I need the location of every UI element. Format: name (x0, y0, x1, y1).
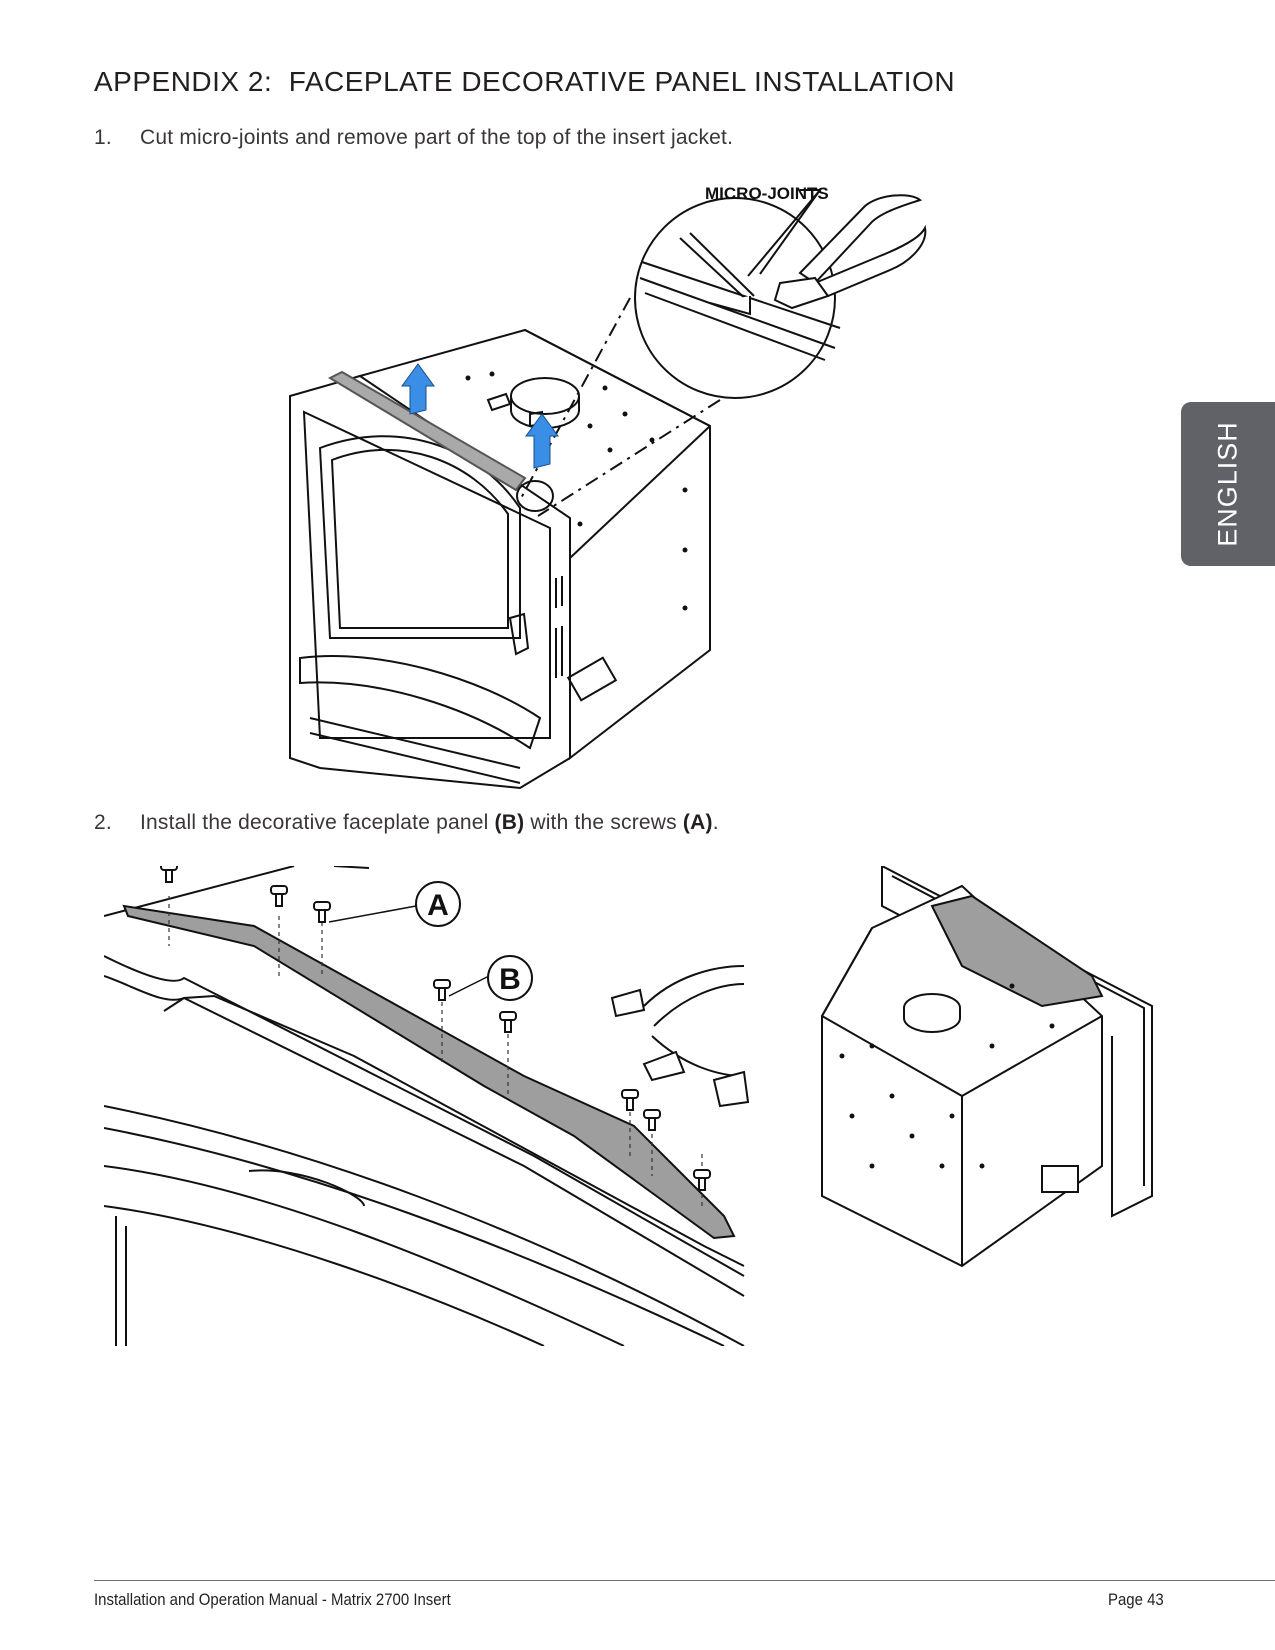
language-tab[interactable]: ENGLISH (1181, 402, 1275, 566)
page-heading: APPENDIX 2: FACEPLATE DECORATIVE PANEL I… (94, 66, 956, 97)
footer-divider (94, 1580, 1275, 1581)
label-a: A (427, 889, 449, 922)
screw (693, 1169, 711, 1191)
screw (499, 1011, 517, 1033)
label-a-ref: (A) (682, 811, 713, 834)
step-1: 1. Cut micro-joints and remove part of th… (94, 126, 733, 150)
step-text-middle: with the screws (524, 811, 683, 834)
installed-panel (930, 894, 1104, 1008)
step-text: Cut micro-joints and remove part of the … (140, 126, 734, 149)
micro-joints-callout: MICRO-JOINTS (705, 184, 829, 203)
lift-arrow-right (525, 413, 559, 469)
lift-arrow-left (401, 363, 435, 415)
footer-manual-title: Installation and Operation Manual - Matr… (94, 1590, 451, 1609)
step-text-before: Install the decorative faceplate panel (140, 811, 495, 834)
figure-micro-joints: MICRO-JOINTS (289, 184, 927, 790)
screw (160, 866, 178, 883)
label-b: B (499, 963, 521, 996)
label-b-ref: (B) (494, 811, 525, 834)
language-tab-label: ENGLISH (1212, 421, 1243, 547)
step-number: 2. (94, 811, 112, 834)
step-text-after: . (712, 811, 719, 834)
figure-installed-overview (821, 866, 1153, 1268)
figure-faceplate-panel: A B (104, 866, 750, 1346)
decorative-panel (122, 904, 736, 1240)
screw (433, 979, 451, 1001)
step-number: 1. (94, 126, 112, 149)
footer-page-number: Page 43 (1108, 1590, 1164, 1609)
step-2: 2. Install the decorative faceplate panel… (94, 811, 719, 835)
screw (621, 1089, 639, 1111)
screw (270, 885, 288, 907)
screw (313, 901, 331, 923)
screw (643, 1109, 661, 1131)
